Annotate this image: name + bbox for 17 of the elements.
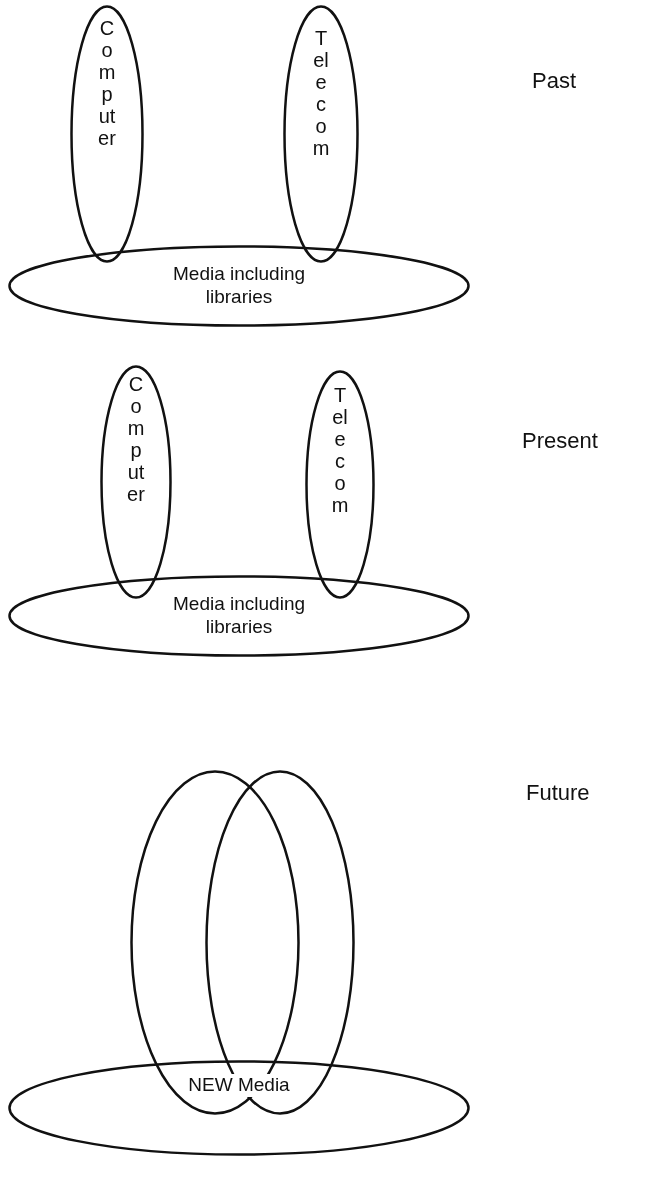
node-label: Computer: [126, 373, 146, 505]
node-label: Telecom: [311, 27, 331, 159]
ellipse-node: [283, 5, 359, 263]
node-label: Media including libraries: [172, 593, 306, 639]
ellipse-node: [8, 245, 470, 327]
node-label: Media including libraries: [172, 263, 306, 309]
ellipse-node: [70, 5, 144, 263]
ellipse-node: [8, 575, 470, 657]
ellipse-node: [8, 1060, 470, 1156]
node-label: Computer: [97, 17, 117, 149]
era-label: Past: [532, 68, 577, 94]
ellipse-node: [100, 365, 172, 599]
ellipse-node: [130, 770, 300, 1115]
era-label: Future: [526, 780, 590, 806]
node-label: Telecom: [330, 384, 350, 516]
era-label: Present: [522, 428, 598, 454]
ellipse-node: [305, 370, 375, 599]
